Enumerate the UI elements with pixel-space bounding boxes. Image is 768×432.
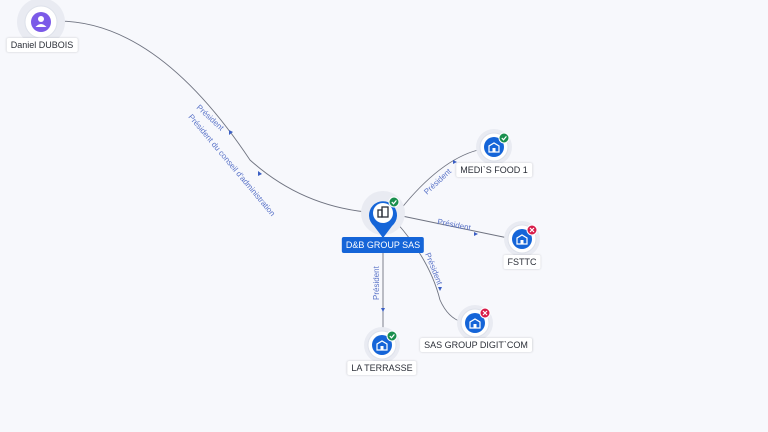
- node-fsttc[interactable]: [504, 221, 540, 257]
- node-medis-food-1[interactable]: [476, 129, 512, 165]
- active-status-icon: [388, 196, 400, 208]
- edge-label-main-terrasse: Président: [372, 265, 381, 300]
- arrow-icon: [474, 232, 478, 236]
- node-daniel-dubois[interactable]: [17, 0, 65, 46]
- building-icon: [469, 318, 481, 329]
- edge-main-fsttc: [401, 215, 509, 239]
- building-icon: [516, 234, 528, 245]
- node-sas-group-digitcom[interactable]: [457, 305, 493, 341]
- edge-main-medis: [399, 149, 479, 211]
- node-label-medis-food-1[interactable]: MEDI`S FOOD 1: [456, 163, 532, 177]
- building-icon: [377, 206, 389, 218]
- node-label-la-terrasse[interactable]: LA TERRASSE: [347, 361, 417, 375]
- node-label-sas-group-digitcom[interactable]: SAS GROUP DIGIT`COM: [420, 338, 532, 352]
- active-status-icon: [386, 330, 398, 342]
- edge-label-person-main: Président Président du conseil d'adminis…: [186, 103, 276, 218]
- active-status-icon: [498, 132, 510, 144]
- arrow-icon: [229, 130, 233, 135]
- building-icon: [376, 340, 388, 351]
- node-label-daniel-dubois[interactable]: Daniel DUBOIS: [6, 38, 78, 52]
- edge-person-main: [41, 20, 367, 213]
- building-icon: [488, 142, 500, 153]
- node-la-terrasse[interactable]: [364, 327, 400, 363]
- arrow-icon: [453, 160, 457, 164]
- node-label-db-group-sas[interactable]: D&B GROUP SAS: [341, 237, 425, 253]
- arrow-icon: [258, 171, 262, 176]
- arrow-icon: [381, 308, 385, 312]
- node-label-fsttc[interactable]: FSTTC: [503, 255, 541, 269]
- edge-label-main-fsttc: Président: [437, 217, 473, 232]
- edge-label-text: Président du conseil d'administration: [186, 113, 276, 218]
- person-icon: [35, 16, 47, 27]
- arrow-icon: [438, 287, 442, 291]
- node-db-group-sas[interactable]: [361, 191, 405, 238]
